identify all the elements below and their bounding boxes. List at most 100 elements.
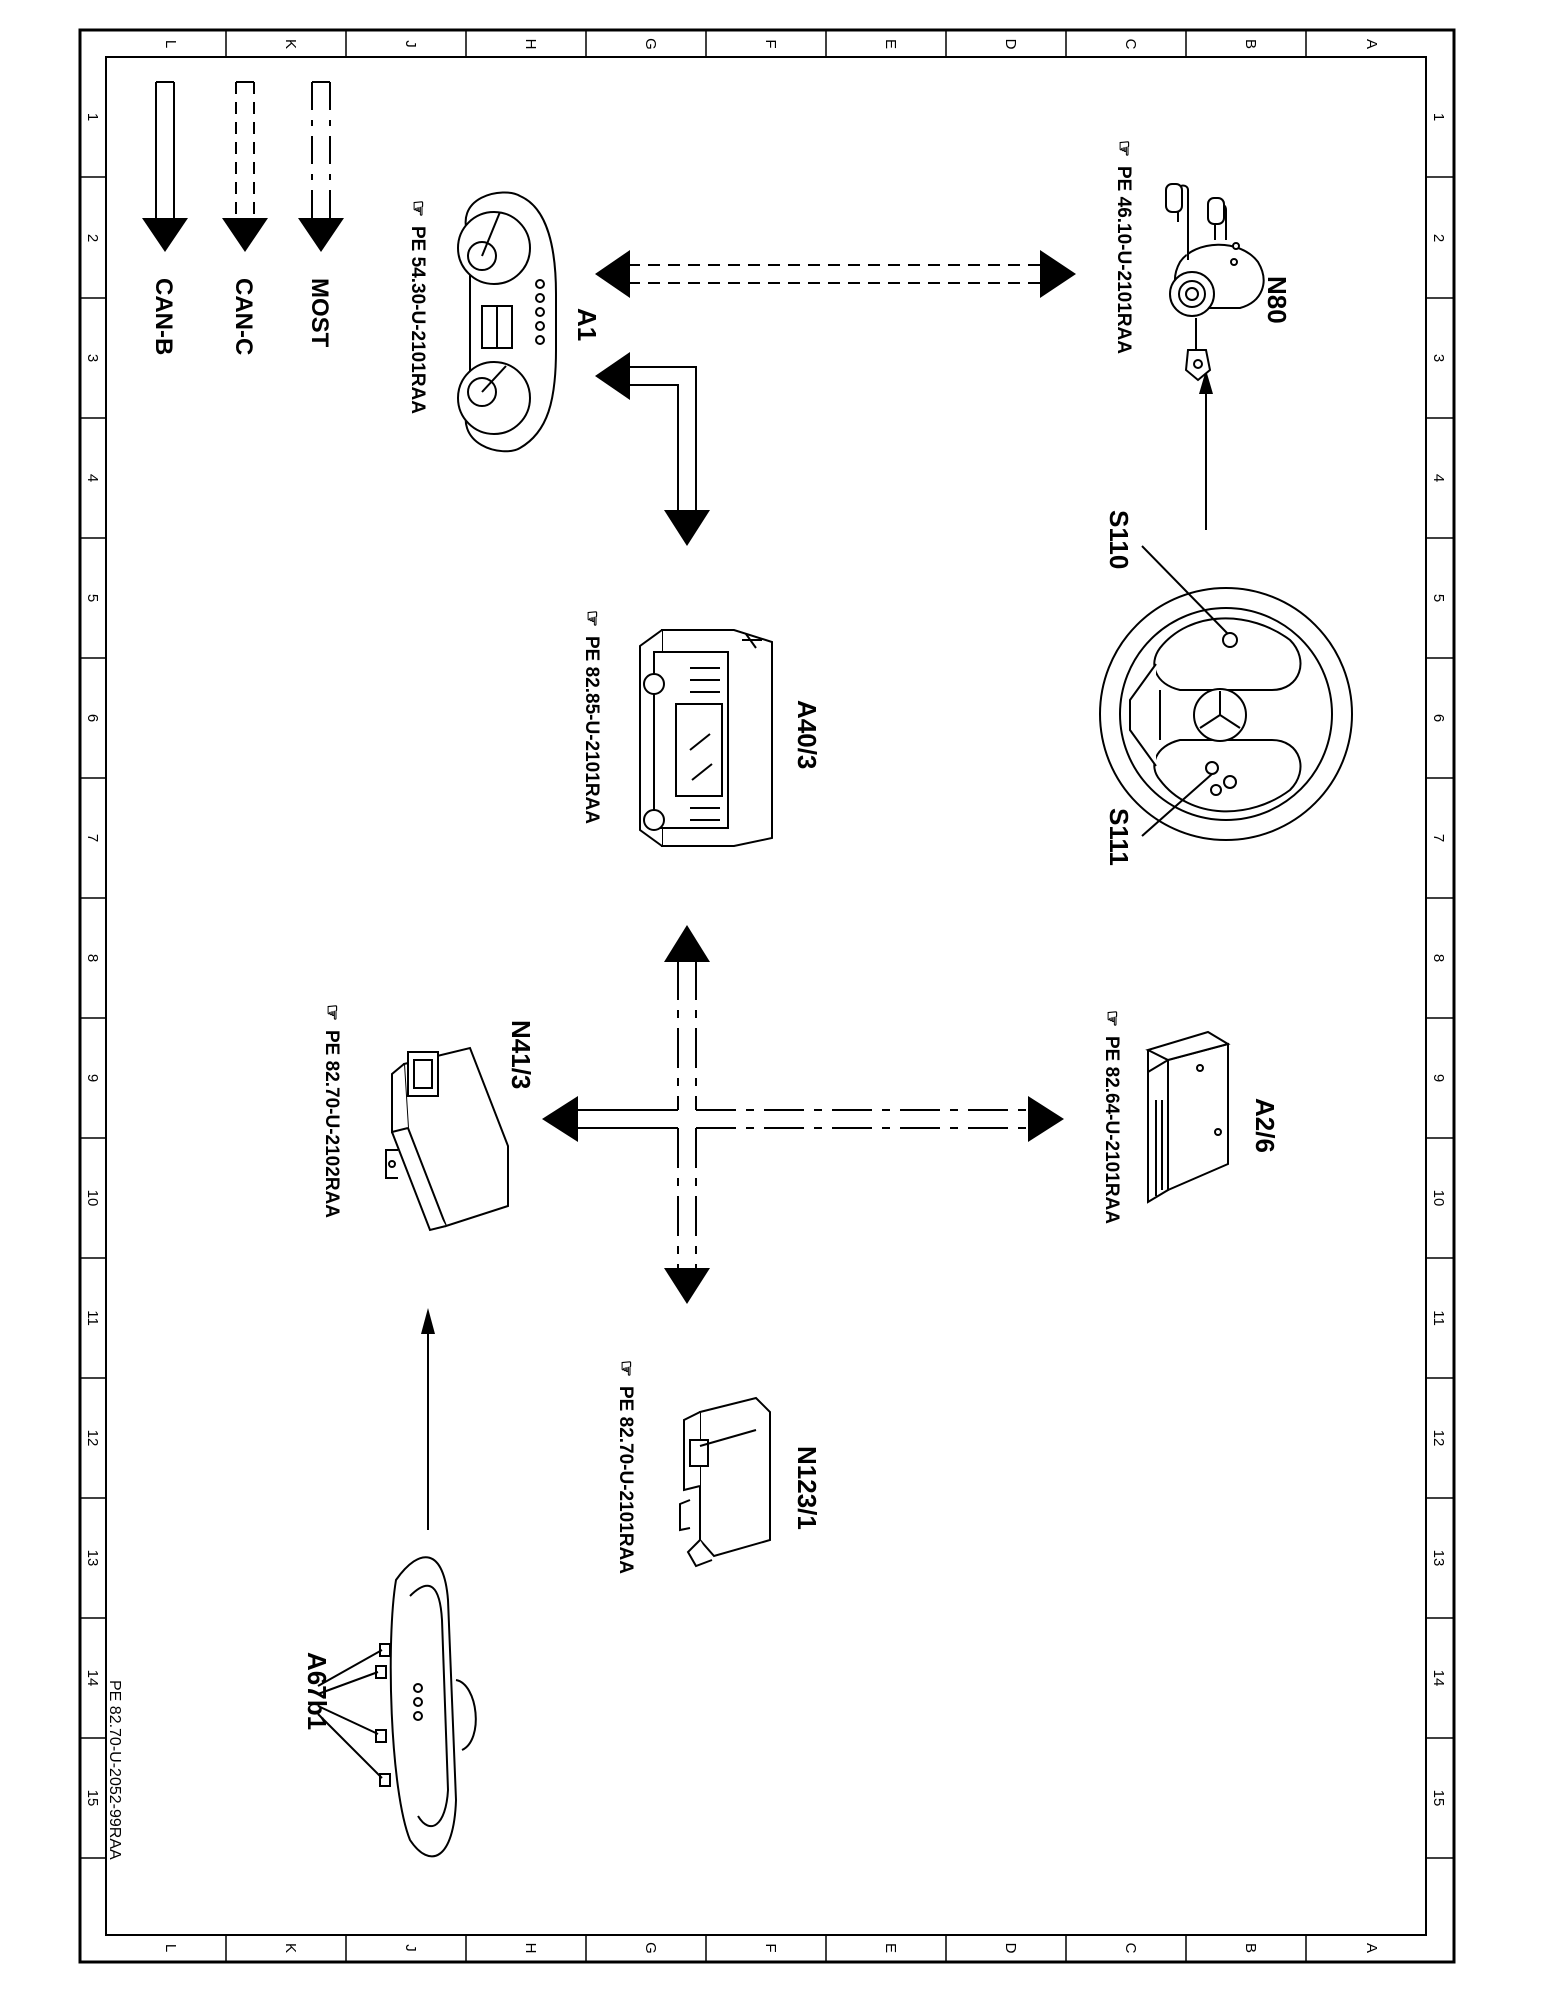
legend-can-b-symbol xyxy=(142,81,188,252)
grid-number: 9 xyxy=(1430,1074,1447,1082)
a67b1-mirror-sensor xyxy=(375,1556,477,1858)
a1-instrument-cluster xyxy=(457,191,557,453)
a2-6-ref: ☞ PE 82.64-U-2101RAA xyxy=(1101,1010,1122,1224)
grid-number: 7 xyxy=(1430,834,1447,842)
grid-letter: A xyxy=(1363,1943,1380,1953)
grid-number: 9 xyxy=(84,1074,101,1082)
grid-letter: F xyxy=(762,39,779,48)
grid-letter: D xyxy=(1002,1943,1019,1954)
grid-letter: H xyxy=(522,1943,539,1954)
grid-number: 12 xyxy=(84,1430,101,1447)
grid-letter: B xyxy=(1242,1943,1259,1953)
grid-number-dividers xyxy=(80,176,1454,1859)
a40-3-head-unit xyxy=(639,629,773,847)
n41-3-ref-icon: ☞ xyxy=(321,1004,342,1021)
document-number: PE 82.70-U-2052-99RAA xyxy=(106,1680,123,1860)
grid-number: 1 xyxy=(1430,113,1447,121)
grid-letters-top: A B C D E F G H J K L xyxy=(162,38,1380,50)
connection-s110-n80 xyxy=(1199,370,1213,530)
legend-can-b-label: CAN-B xyxy=(150,278,177,355)
n41-3-ref: ☞ PE 82.70-U-2102RAA xyxy=(321,1004,342,1218)
legend-can-c-symbol xyxy=(222,81,268,252)
grid-letter: K xyxy=(282,1943,299,1953)
n41-3-control-unit xyxy=(385,1046,509,1232)
a40-3-ref: ☞ PE 82.85-U-2101RAA xyxy=(581,610,602,824)
arrowhead xyxy=(664,510,710,546)
arrowhead xyxy=(595,352,630,400)
arrowhead xyxy=(1040,250,1076,298)
connection-can-b-a1-a40-3 xyxy=(595,352,710,546)
grid-number: 11 xyxy=(1430,1310,1447,1326)
grid-number: 4 xyxy=(84,474,101,482)
n41-3-ref-text: PE 82.70-U-2102RAA xyxy=(321,1030,342,1218)
grid-number: 2 xyxy=(84,234,101,242)
grid-number: 14 xyxy=(84,1670,101,1687)
grid-number: 15 xyxy=(1430,1790,1447,1807)
grid-letter: H xyxy=(522,39,539,50)
grid-letter: G xyxy=(642,1942,659,1954)
grid-number: 10 xyxy=(84,1190,101,1207)
arrowhead xyxy=(1028,1096,1064,1142)
grid-number: 6 xyxy=(1430,714,1447,722)
n80-ref-text: PE 46.10-U-2101RAA xyxy=(1113,166,1134,354)
legend: MOST CAN-C CAN-B xyxy=(142,81,344,355)
a40-3-ref-icon: ☞ xyxy=(581,610,602,627)
grid-number: 7 xyxy=(84,834,101,842)
grid-number: 13 xyxy=(84,1550,101,1567)
n80-ref: ☞ PE 46.10-U-2101RAA xyxy=(1113,140,1134,354)
s110-label: S110 xyxy=(1104,510,1134,569)
a67b1-label: A67b1 xyxy=(302,1652,332,1730)
grid-letter: K xyxy=(282,39,299,49)
grid-number: 10 xyxy=(1430,1190,1447,1207)
n123-1-ref: ☞ PE 82.70-U-2101RAA xyxy=(615,1360,636,1574)
grid-letters-bottom: A B C D E F G H J K L xyxy=(162,1942,1380,1954)
n123-1-label: N123/1 xyxy=(792,1446,822,1530)
grid-letter: F xyxy=(762,1943,779,1952)
drawing-frame xyxy=(78,28,1456,1964)
grid-letter: L xyxy=(162,1944,179,1952)
s111-label: S111 xyxy=(1104,808,1134,866)
arrowhead xyxy=(595,250,630,298)
grid-number: 8 xyxy=(84,954,101,962)
grid-letter: E xyxy=(882,1943,899,1953)
grid-letter: G xyxy=(642,38,659,50)
a1-ref-icon: ☞ xyxy=(407,200,428,217)
n80-ref-icon: ☞ xyxy=(1113,140,1134,157)
s110-leader xyxy=(1141,545,1229,635)
grid-number: 5 xyxy=(1430,594,1447,602)
a1-ref: ☞ PE 54.30-U-2101RAA xyxy=(407,200,428,414)
a2-6-label: A2/6 xyxy=(1250,1098,1280,1153)
arrowhead xyxy=(1199,370,1213,394)
grid-letter: L xyxy=(162,40,179,48)
a1-label: A1 xyxy=(572,308,602,341)
steering-wheel xyxy=(1099,587,1353,841)
grid-letter: C xyxy=(1122,39,1139,50)
grid-number: 12 xyxy=(1430,1430,1447,1447)
a40-3-ref-text: PE 82.85-U-2101RAA xyxy=(581,636,602,824)
a1-ref-text: PE 54.30-U-2101RAA xyxy=(407,226,428,414)
grid-letter: A xyxy=(1363,39,1380,49)
grid-number: 4 xyxy=(1430,474,1447,482)
a40-3-label: A40/3 xyxy=(792,700,822,769)
grid-numbers-right: 1 2 3 4 5 6 7 8 9 10 11 12 13 14 15 xyxy=(1430,113,1447,1807)
legend-most-symbol xyxy=(298,81,344,252)
grid-number: 5 xyxy=(84,594,101,602)
grid-number: 11 xyxy=(84,1310,101,1326)
grid-number: 3 xyxy=(84,354,101,362)
n80-steering-column-switch xyxy=(1165,183,1265,382)
grid-number: 15 xyxy=(84,1790,101,1807)
legend-most-label: MOST xyxy=(306,278,333,348)
n123-1-ref-text: PE 82.70-U-2101RAA xyxy=(615,1386,636,1574)
grid-number: 2 xyxy=(1430,234,1447,242)
a2-6-disc-changer xyxy=(1145,1030,1231,1204)
grid-numbers-left: 1 2 3 4 5 6 7 8 9 10 11 12 13 14 15 xyxy=(84,113,101,1807)
grid-letter: D xyxy=(1002,39,1019,50)
grid-letter-dividers xyxy=(225,30,1307,1962)
grid-letter: J xyxy=(402,1944,419,1952)
connection-most-cross xyxy=(542,925,1064,1304)
grid-number: 3 xyxy=(1430,354,1447,362)
grid-letter: B xyxy=(1242,39,1259,49)
grid-number: 8 xyxy=(1430,954,1447,962)
n123-1-ref-icon: ☞ xyxy=(615,1360,636,1377)
